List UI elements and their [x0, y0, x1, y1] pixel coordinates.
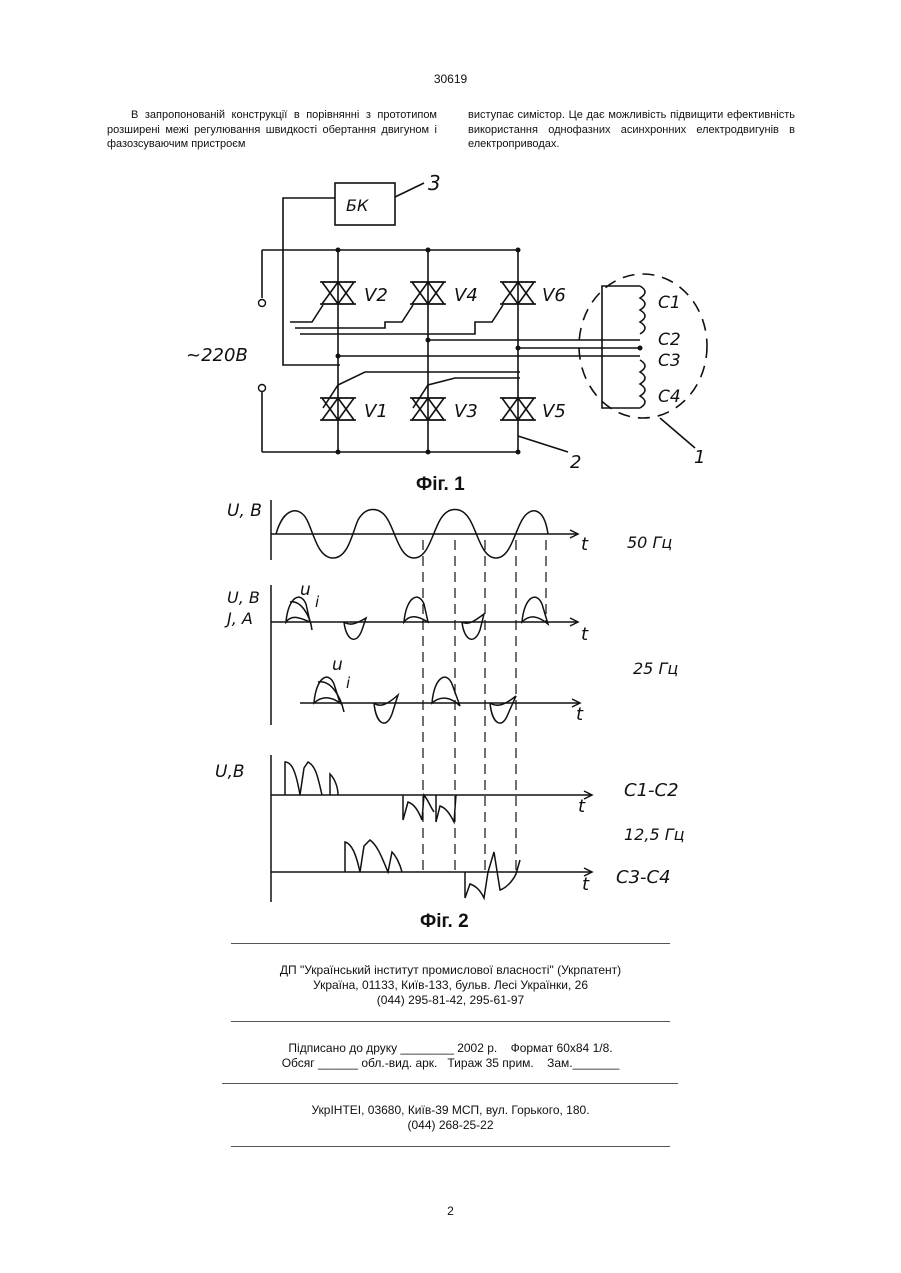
- imprint-signing: Підписано до друку ________ 2002 р. Форм…: [0, 1041, 901, 1071]
- print-line-2: (044) 268-25-22: [0, 1118, 901, 1133]
- label-v5: V5: [542, 401, 566, 422]
- publisher-line-3: (044) 295-81-42, 295-61-97: [0, 993, 901, 1008]
- time-label-1: t: [581, 534, 589, 555]
- axis-ui-label-2: J, A: [224, 609, 253, 628]
- label-i-2: i: [346, 674, 351, 692]
- figure-1-circuit: БК 3 ~220В V2 V4 V6 V1 V3 V5 C1 C2 C3 C4…: [0, 0, 901, 500]
- pair-c1-c2-label: C1-C2: [624, 780, 679, 801]
- time-label-2: t: [581, 624, 589, 645]
- axis-u-label: U, B: [227, 501, 262, 521]
- label-v2: V2: [364, 285, 388, 306]
- print-line-1: УкрІНТЕІ, 03680, Київ-39 МСП, вул. Горьк…: [0, 1103, 901, 1118]
- ref-2-label: 2: [570, 452, 581, 473]
- ref-3-label: 3: [428, 171, 441, 195]
- sign-line-2: Обсяг ______ обл.-вид. арк. Тираж 35 при…: [0, 1056, 901, 1071]
- divider-2: [231, 1021, 670, 1022]
- label-v4: V4: [454, 285, 478, 306]
- label-c2: C2: [658, 330, 681, 350]
- time-label-4: t: [578, 796, 586, 817]
- label-v3: V3: [454, 401, 478, 422]
- freq-50-label: 50 Гц: [627, 533, 672, 552]
- publisher-line-1: ДП "Український інститут промислової вла…: [0, 963, 901, 978]
- figure-2-caption: Фіг. 2: [420, 911, 469, 930]
- bk-label: БК: [346, 196, 369, 215]
- label-c3: C3: [658, 351, 681, 371]
- divider-3: [222, 1083, 678, 1084]
- sign-line-1: Підписано до друку ________ 2002 р. Форм…: [0, 1041, 901, 1056]
- time-label-3: t: [576, 704, 584, 725]
- axis-ui-label-1: U, B: [227, 588, 260, 607]
- imprint-publisher: ДП "Український інститут промислової вла…: [0, 963, 901, 1008]
- label-c4: C4: [658, 387, 681, 407]
- label-v1: V1: [364, 401, 388, 422]
- divider-4: [231, 1146, 670, 1147]
- publisher-line-2: Україна, 01133, Київ-133, бульв. Лесі Ук…: [0, 978, 901, 993]
- pair-c3-c4-label: C3-C4: [616, 867, 671, 888]
- divider-1: [231, 943, 670, 944]
- label-u-2: u: [332, 655, 343, 675]
- label-c1: C1: [658, 293, 681, 313]
- label-i-1: i: [315, 593, 320, 611]
- axis-u-last-label: U,B: [215, 762, 245, 782]
- supply-label: ~220В: [186, 345, 248, 366]
- freq-25-label: 25 Гц: [633, 659, 678, 678]
- page-number: 2: [0, 1204, 901, 1218]
- ref-1-label: 1: [694, 447, 705, 468]
- label-u-1: u: [300, 580, 311, 600]
- figure-2-waveforms: U, B t 50 Гц U, B J, A u i t 25 Гц u i t…: [0, 490, 901, 930]
- imprint-printer: УкрІНТЕІ, 03680, Київ-39 МСП, вул. Горьк…: [0, 1103, 901, 1133]
- label-v6: V6: [542, 285, 566, 306]
- freq-12-label: 12,5 Гц: [624, 825, 685, 844]
- time-label-5: t: [582, 874, 590, 895]
